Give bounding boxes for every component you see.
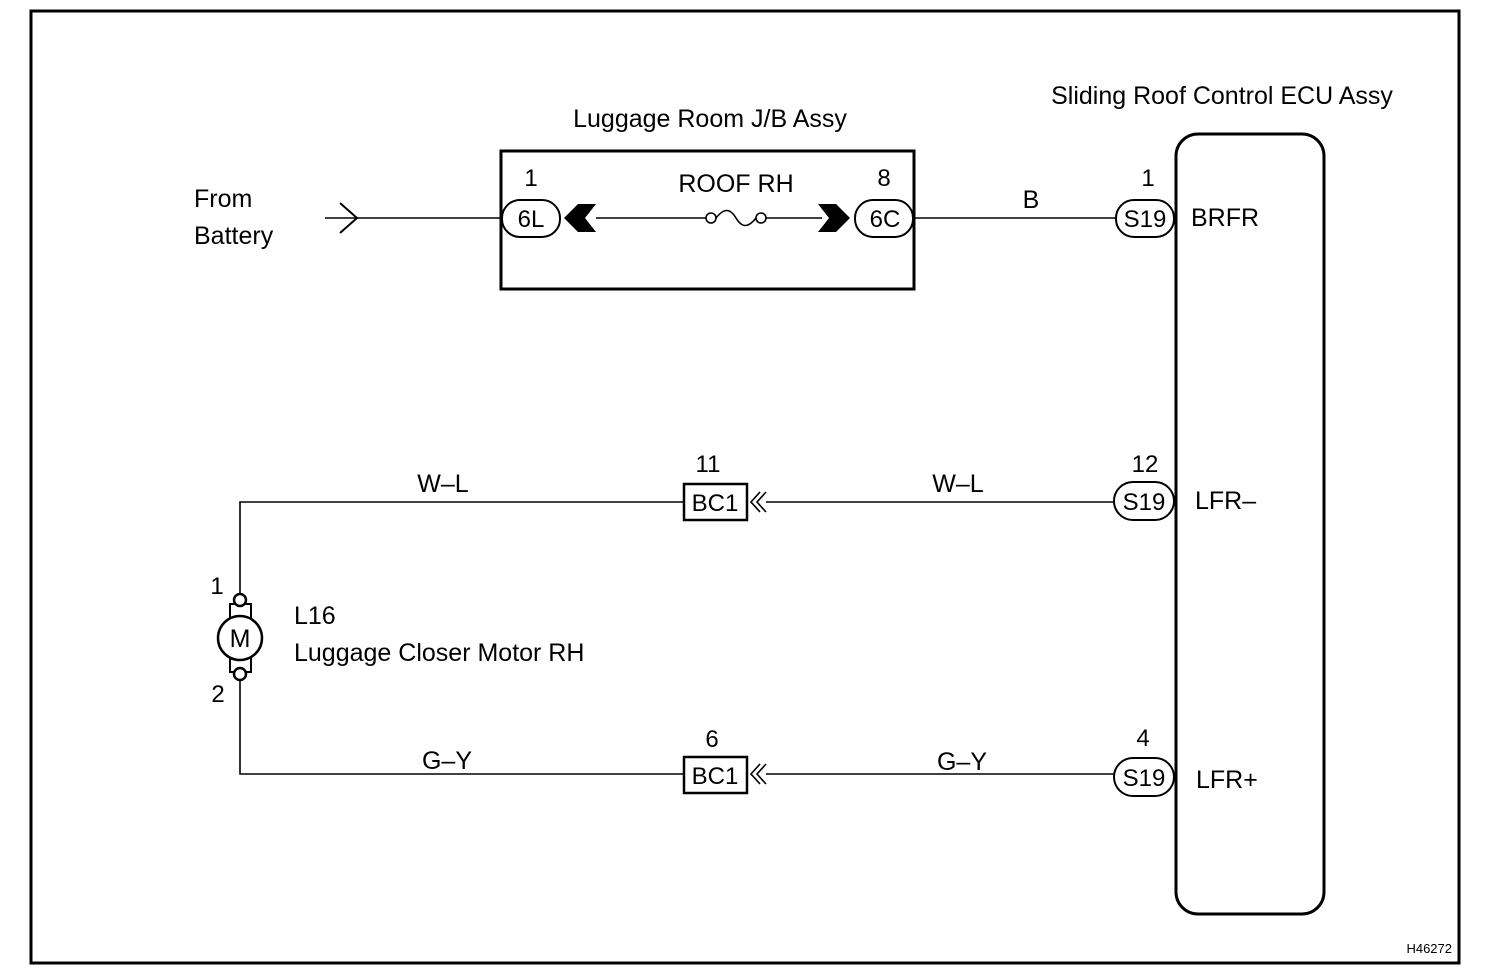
bc1-double-chevron-icon [749,763,767,785]
ecu-pin-number: 1 [1141,165,1154,192]
wire-color-w-l: W–L [417,470,469,498]
source-label-line2: Battery [194,222,274,250]
wire-color-w-l: W–L [932,470,984,498]
connector-bc1-label: BC1 [692,490,739,517]
motor-icon [216,592,264,682]
jb-right-pin: 8 [877,165,890,192]
motor-name: Luggage Closer Motor RH [294,639,584,667]
connector-6l-label: 6L [518,206,545,233]
ecu-pin-number: 12 [1132,451,1159,478]
motor-symbol: M [230,625,251,653]
jb-left-terminal-icon [564,204,596,232]
jb-left-pin: 1 [524,165,537,192]
ecu-pin-name: BRFR [1191,204,1259,232]
source-label-line1: From [194,185,252,213]
connector-6l [501,199,561,238]
wire-color-g-y: G–Y [937,748,987,776]
motor-pin-top: 1 [210,573,223,600]
ecu-box [1174,132,1326,916]
fuse-label: ROOF RH [678,170,793,198]
connector-s19 [1113,757,1175,797]
motor-code: L16 [294,602,336,630]
wire-color-g-y: G–Y [422,747,472,775]
connector-6c-label: 6C [870,206,901,233]
ecu-title: Sliding Roof Control ECU Assy [1051,82,1393,110]
connector-s19-label: S19 [1123,765,1166,792]
source-arrow-icon [325,202,501,234]
motor-pin-bottom: 2 [211,681,224,708]
ecu-pin-number: 4 [1136,725,1149,752]
wire-color-b: B [1023,186,1040,214]
connector-6c [854,199,914,238]
bc1-upper-pin: 11 [696,451,721,478]
jb-title: Luggage Room J/B Assy [573,105,847,133]
connector-bc1 [682,755,749,795]
connector-s19-label: S19 [1124,206,1167,233]
connector-bc1 [682,482,749,522]
connector-s19 [1115,199,1175,238]
connector-s19 [1113,481,1175,521]
connector-bc1-label: BC1 [692,763,739,790]
bc1-lower-pin: 6 [705,726,718,753]
junction-block-box [499,149,916,291]
fuse-icon [705,209,767,227]
figure-id: H46272 [1406,941,1452,956]
diagram-frame [29,9,1461,965]
jb-right-terminal-icon [818,204,850,232]
ecu-pin-name: LFR– [1195,487,1256,515]
connector-s19-label: S19 [1123,489,1166,516]
ecu-pin-name: LFR+ [1196,766,1258,794]
bc1-double-chevron-icon [749,491,767,513]
